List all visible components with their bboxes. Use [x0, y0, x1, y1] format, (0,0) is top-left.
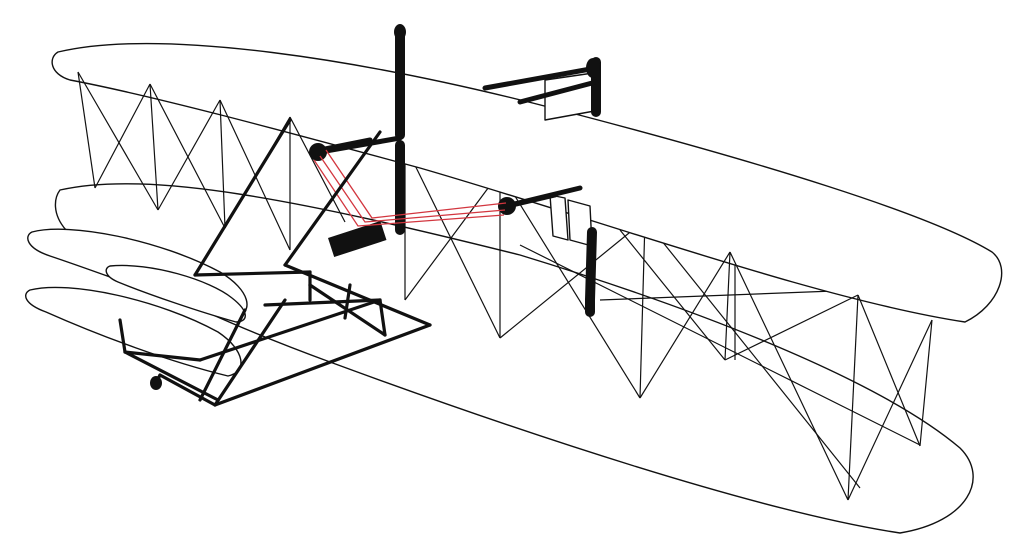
skid-tip [150, 376, 162, 390]
interplane-struts [77, 71, 933, 501]
cross-bracing-wires [77, 71, 933, 501]
upper-main-wing [51, 42, 1003, 323]
rudder-assembly [317, 57, 601, 317]
rear-bracing-wires [404, 144, 921, 489]
engine-assembly [309, 25, 558, 258]
landing-skids [118, 118, 432, 407]
elevator-mid-plane [105, 264, 246, 323]
lower-elevator [25, 286, 242, 377]
chain-drive-lines [313, 149, 507, 227]
engine-block [328, 221, 387, 258]
mast-cap [394, 24, 406, 40]
